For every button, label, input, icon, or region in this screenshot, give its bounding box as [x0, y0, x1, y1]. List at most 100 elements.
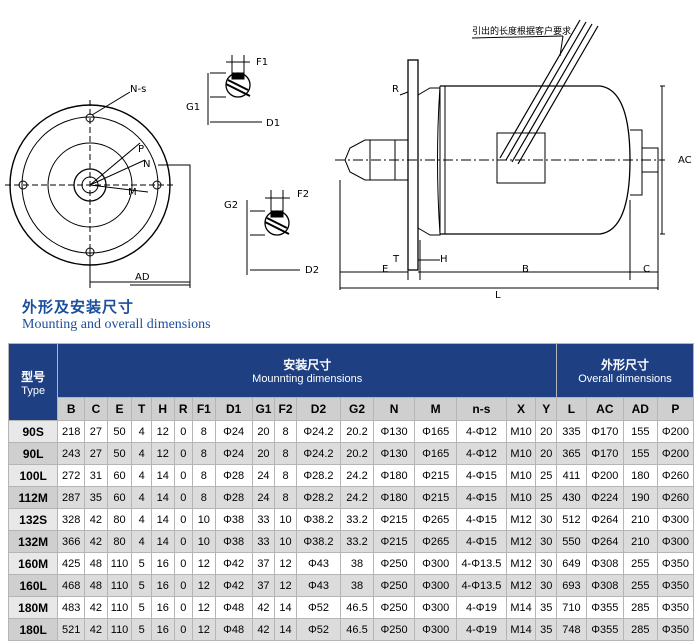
table-cell: Φ24.2: [295, 420, 342, 443]
drawing-labels: N-s P N M AD F1 G1 D1 F2 G2 D2 R AC E T …: [128, 25, 692, 300]
table-cell: 4: [131, 486, 152, 509]
table-cell: 8: [192, 420, 216, 443]
table-cell: Φ350: [656, 552, 695, 575]
table-cell: 33.2: [340, 508, 374, 531]
column-header-r: R: [173, 397, 194, 421]
table-cell: 4-Φ13.5: [456, 574, 507, 597]
table-cell: 218: [57, 420, 86, 443]
table-cell: 42: [251, 618, 276, 641]
table-cell: 110: [106, 596, 133, 619]
side-view: [335, 19, 665, 290]
table-cell: Φ24: [214, 442, 253, 465]
table-cell: 14: [274, 618, 297, 641]
table-cell: Φ300: [656, 508, 695, 531]
table-cell: 37: [251, 574, 276, 597]
type-cell: 160M: [7, 552, 59, 575]
column-header-t: T: [131, 397, 152, 421]
table-cell: 8: [192, 486, 216, 509]
table-cell: 255: [622, 552, 658, 575]
table-cell: M12: [505, 530, 537, 553]
table-cell: 0: [173, 486, 194, 509]
table-cell: Φ265: [414, 508, 458, 531]
table-cell: 46.5: [340, 618, 374, 641]
table-cell: 20: [535, 442, 558, 465]
column-header-b: B: [57, 397, 86, 421]
table-cell: Φ350: [656, 618, 695, 641]
table-cell: 366: [57, 530, 86, 553]
table-cell: 38: [340, 552, 374, 575]
table-cell: 710: [556, 596, 587, 619]
table-cell: Φ130: [372, 420, 416, 443]
table-cell: Φ48: [214, 618, 253, 641]
table-cell: 16: [150, 552, 175, 575]
table-cell: 10: [192, 508, 216, 531]
table-cell: 33.2: [340, 530, 374, 553]
label-r: R: [392, 84, 399, 95]
type-cell: 180L: [7, 618, 59, 641]
table-cell: Φ200: [656, 420, 695, 443]
table-cell: 272: [57, 464, 86, 487]
column-header-e: E: [106, 397, 133, 421]
table-cell: M10: [505, 464, 537, 487]
table-cell: 60: [106, 486, 133, 509]
type-cell: 132S: [7, 508, 59, 531]
table-cell: 38: [340, 574, 374, 597]
table-cell: 42: [84, 596, 108, 619]
front-view: [5, 91, 191, 288]
table-cell: Φ43: [295, 552, 342, 575]
table-cell: 468: [57, 574, 86, 597]
label-n: N: [143, 159, 150, 170]
table-cell: 35: [535, 618, 558, 641]
table-cell: M12: [505, 574, 537, 597]
type-cell: 112M: [7, 486, 59, 509]
table-cell: Φ264: [585, 530, 624, 553]
table-cell: 155: [622, 420, 658, 443]
table-cell: 12: [192, 618, 216, 641]
label-h: H: [440, 254, 448, 265]
label-ad: AD: [135, 272, 150, 283]
column-header-c: C: [84, 397, 108, 421]
label-f2: F2: [297, 189, 309, 200]
table-cell: 4: [131, 442, 152, 465]
table-cell: Φ350: [656, 596, 695, 619]
table-cell: Φ250: [372, 574, 416, 597]
table-cell: M10: [505, 486, 537, 509]
table-cell: 12: [274, 552, 297, 575]
table-cell: 4-Φ19: [456, 596, 507, 619]
table-cell: 190: [622, 486, 658, 509]
column-header-l: L: [556, 397, 587, 421]
table-cell: Φ42: [214, 552, 253, 575]
table-cell: 0: [173, 574, 194, 597]
label-ns: N-s: [130, 84, 146, 95]
table-cell: 8: [274, 464, 297, 487]
table-cell: Φ260: [656, 464, 695, 487]
table-cell: Φ38.2: [295, 530, 342, 553]
table-cell: Φ42: [214, 574, 253, 597]
table-cell: 12: [150, 442, 175, 465]
table-cell: 31: [84, 464, 108, 487]
label-g2: G2: [224, 200, 238, 211]
table-cell: 210: [622, 508, 658, 531]
table-cell: 287: [57, 486, 86, 509]
dimension-table: 型号 Type 安装尺寸 Mounnting dimensions 外形尺寸 O…: [7, 343, 695, 641]
table-cell: 12: [192, 596, 216, 619]
table-cell: 483: [57, 596, 86, 619]
table-cell: 20: [535, 420, 558, 443]
table-cell: 521: [57, 618, 86, 641]
column-header-ad: AD: [622, 397, 658, 421]
table-cell: Φ300: [414, 596, 458, 619]
table-cell: 411: [556, 464, 587, 487]
table-cell: 365: [556, 442, 587, 465]
table-cell: 42: [84, 508, 108, 531]
table-cell: Φ300: [414, 618, 458, 641]
table-cell: 285: [622, 596, 658, 619]
table-cell: Φ260: [656, 486, 695, 509]
table-cell: 5: [131, 574, 152, 597]
table-cell: Φ355: [585, 596, 624, 619]
table-cell: 24: [251, 486, 276, 509]
table-cell: 80: [106, 530, 133, 553]
